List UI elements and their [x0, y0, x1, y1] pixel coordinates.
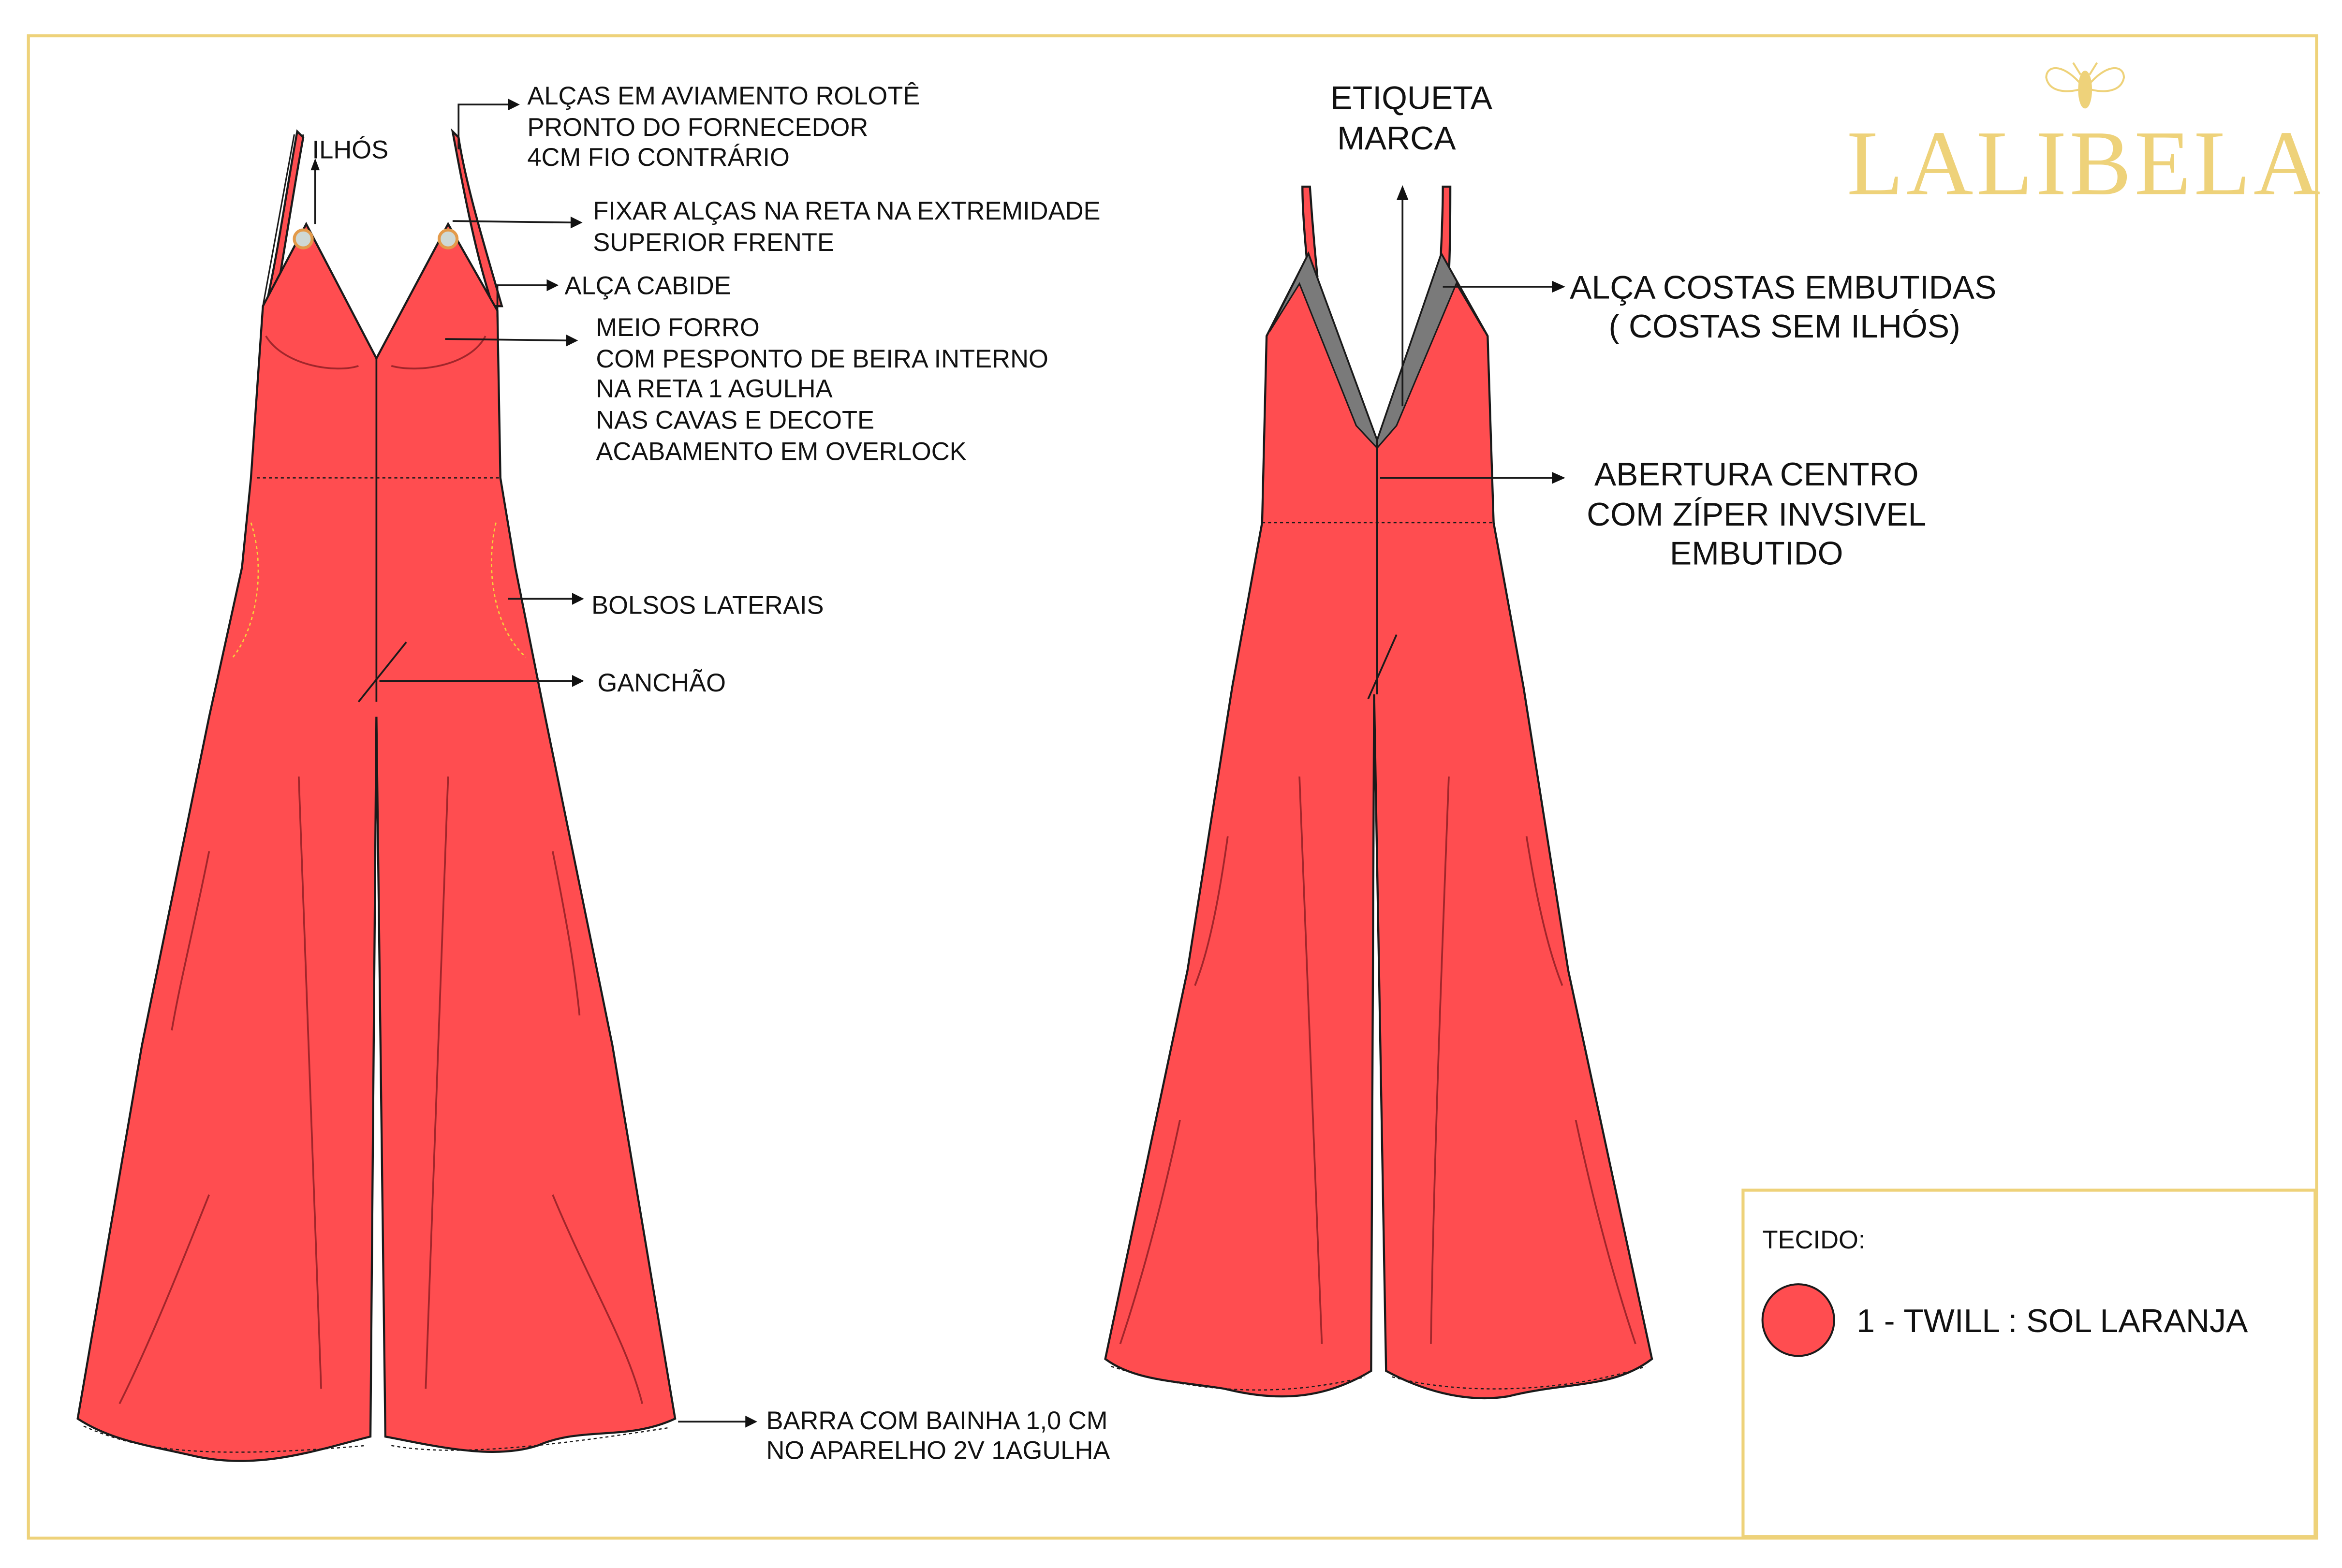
back-lining — [1268, 252, 1486, 449]
label-barra-1: BARRA COM BAINHA 1,0 CM — [766, 1407, 1107, 1435]
fabric-title: TECIDO: — [1763, 1226, 1866, 1254]
front-left-eyelet-icon — [293, 228, 314, 249]
back-jumpsuit-drawing — [1104, 185, 1653, 1400]
label-alcas-1: ALÇAS EM AVIAMENTO ROLOTÊ — [527, 82, 920, 110]
fabric-swatch — [1761, 1283, 1835, 1357]
front-body — [76, 221, 677, 1462]
label-abertura-1: ABERTURA CENTRO — [1594, 456, 1919, 493]
front-jumpsuit-drawing — [76, 128, 677, 1462]
label-fixar-2: SUPERIOR FRENTE — [593, 228, 834, 257]
label-bolsos: BOLSOS LATERAIS — [591, 591, 824, 619]
bee-logo-icon — [2045, 62, 2125, 109]
label-meio-forro-4: NAS CAVAS E DECOTE — [596, 406, 874, 434]
front-right-eyelet-icon — [438, 228, 459, 249]
back-body — [1104, 251, 1653, 1400]
fabric-item-label: 1 - TWILL : SOL LARANJA — [1856, 1303, 2248, 1339]
back-callout-arrows — [1380, 185, 1565, 484]
label-meio-forro-5: ACABAMENTO EM OVERLOCK — [596, 437, 966, 466]
label-etiqueta-2: MARCA — [1337, 120, 1456, 157]
label-alca-cabide: ALÇA CABIDE — [565, 271, 731, 300]
label-ilhos: ILHÓS — [312, 135, 389, 164]
fabric-box-frame — [1741, 1188, 2317, 1539]
label-ganchao: GANCHÃO — [597, 669, 725, 697]
label-meio-forro-3: NA RETA 1 AGULHA — [596, 375, 832, 403]
brand-logo-text: LALIBELA — [1847, 112, 2323, 215]
label-fixar-1: FIXAR ALÇAS NA RETA NA EXTREMIDADE — [593, 197, 1100, 225]
label-meio-forro-1: MEIO FORRO — [596, 313, 759, 342]
label-meio-forro-2: COM PESPONTO DE BEIRA INTERNO — [596, 345, 1048, 373]
front-callout-arrows — [310, 98, 757, 1428]
label-abertura-2: COM ZÍPER INVSIVEL — [1587, 496, 1926, 533]
label-alcas-2: PRONTO DO FORNECEDOR — [527, 113, 868, 142]
label-etiqueta-1: ETIQUETA — [1330, 79, 1492, 116]
label-alca-costas-2: ( COSTAS SEM ILHÓS) — [1608, 308, 1960, 345]
page-frame — [27, 34, 2318, 1540]
label-barra-2: NO APARELHO 2V 1AGULHA — [766, 1436, 1110, 1465]
label-abertura-3: EMBUTIDO — [1670, 535, 1843, 572]
label-alcas-3: 4CM FIO CONTRÁRIO — [527, 143, 790, 172]
label-alca-costas-1: ALÇA COSTAS EMBUTIDAS — [1570, 269, 1996, 306]
